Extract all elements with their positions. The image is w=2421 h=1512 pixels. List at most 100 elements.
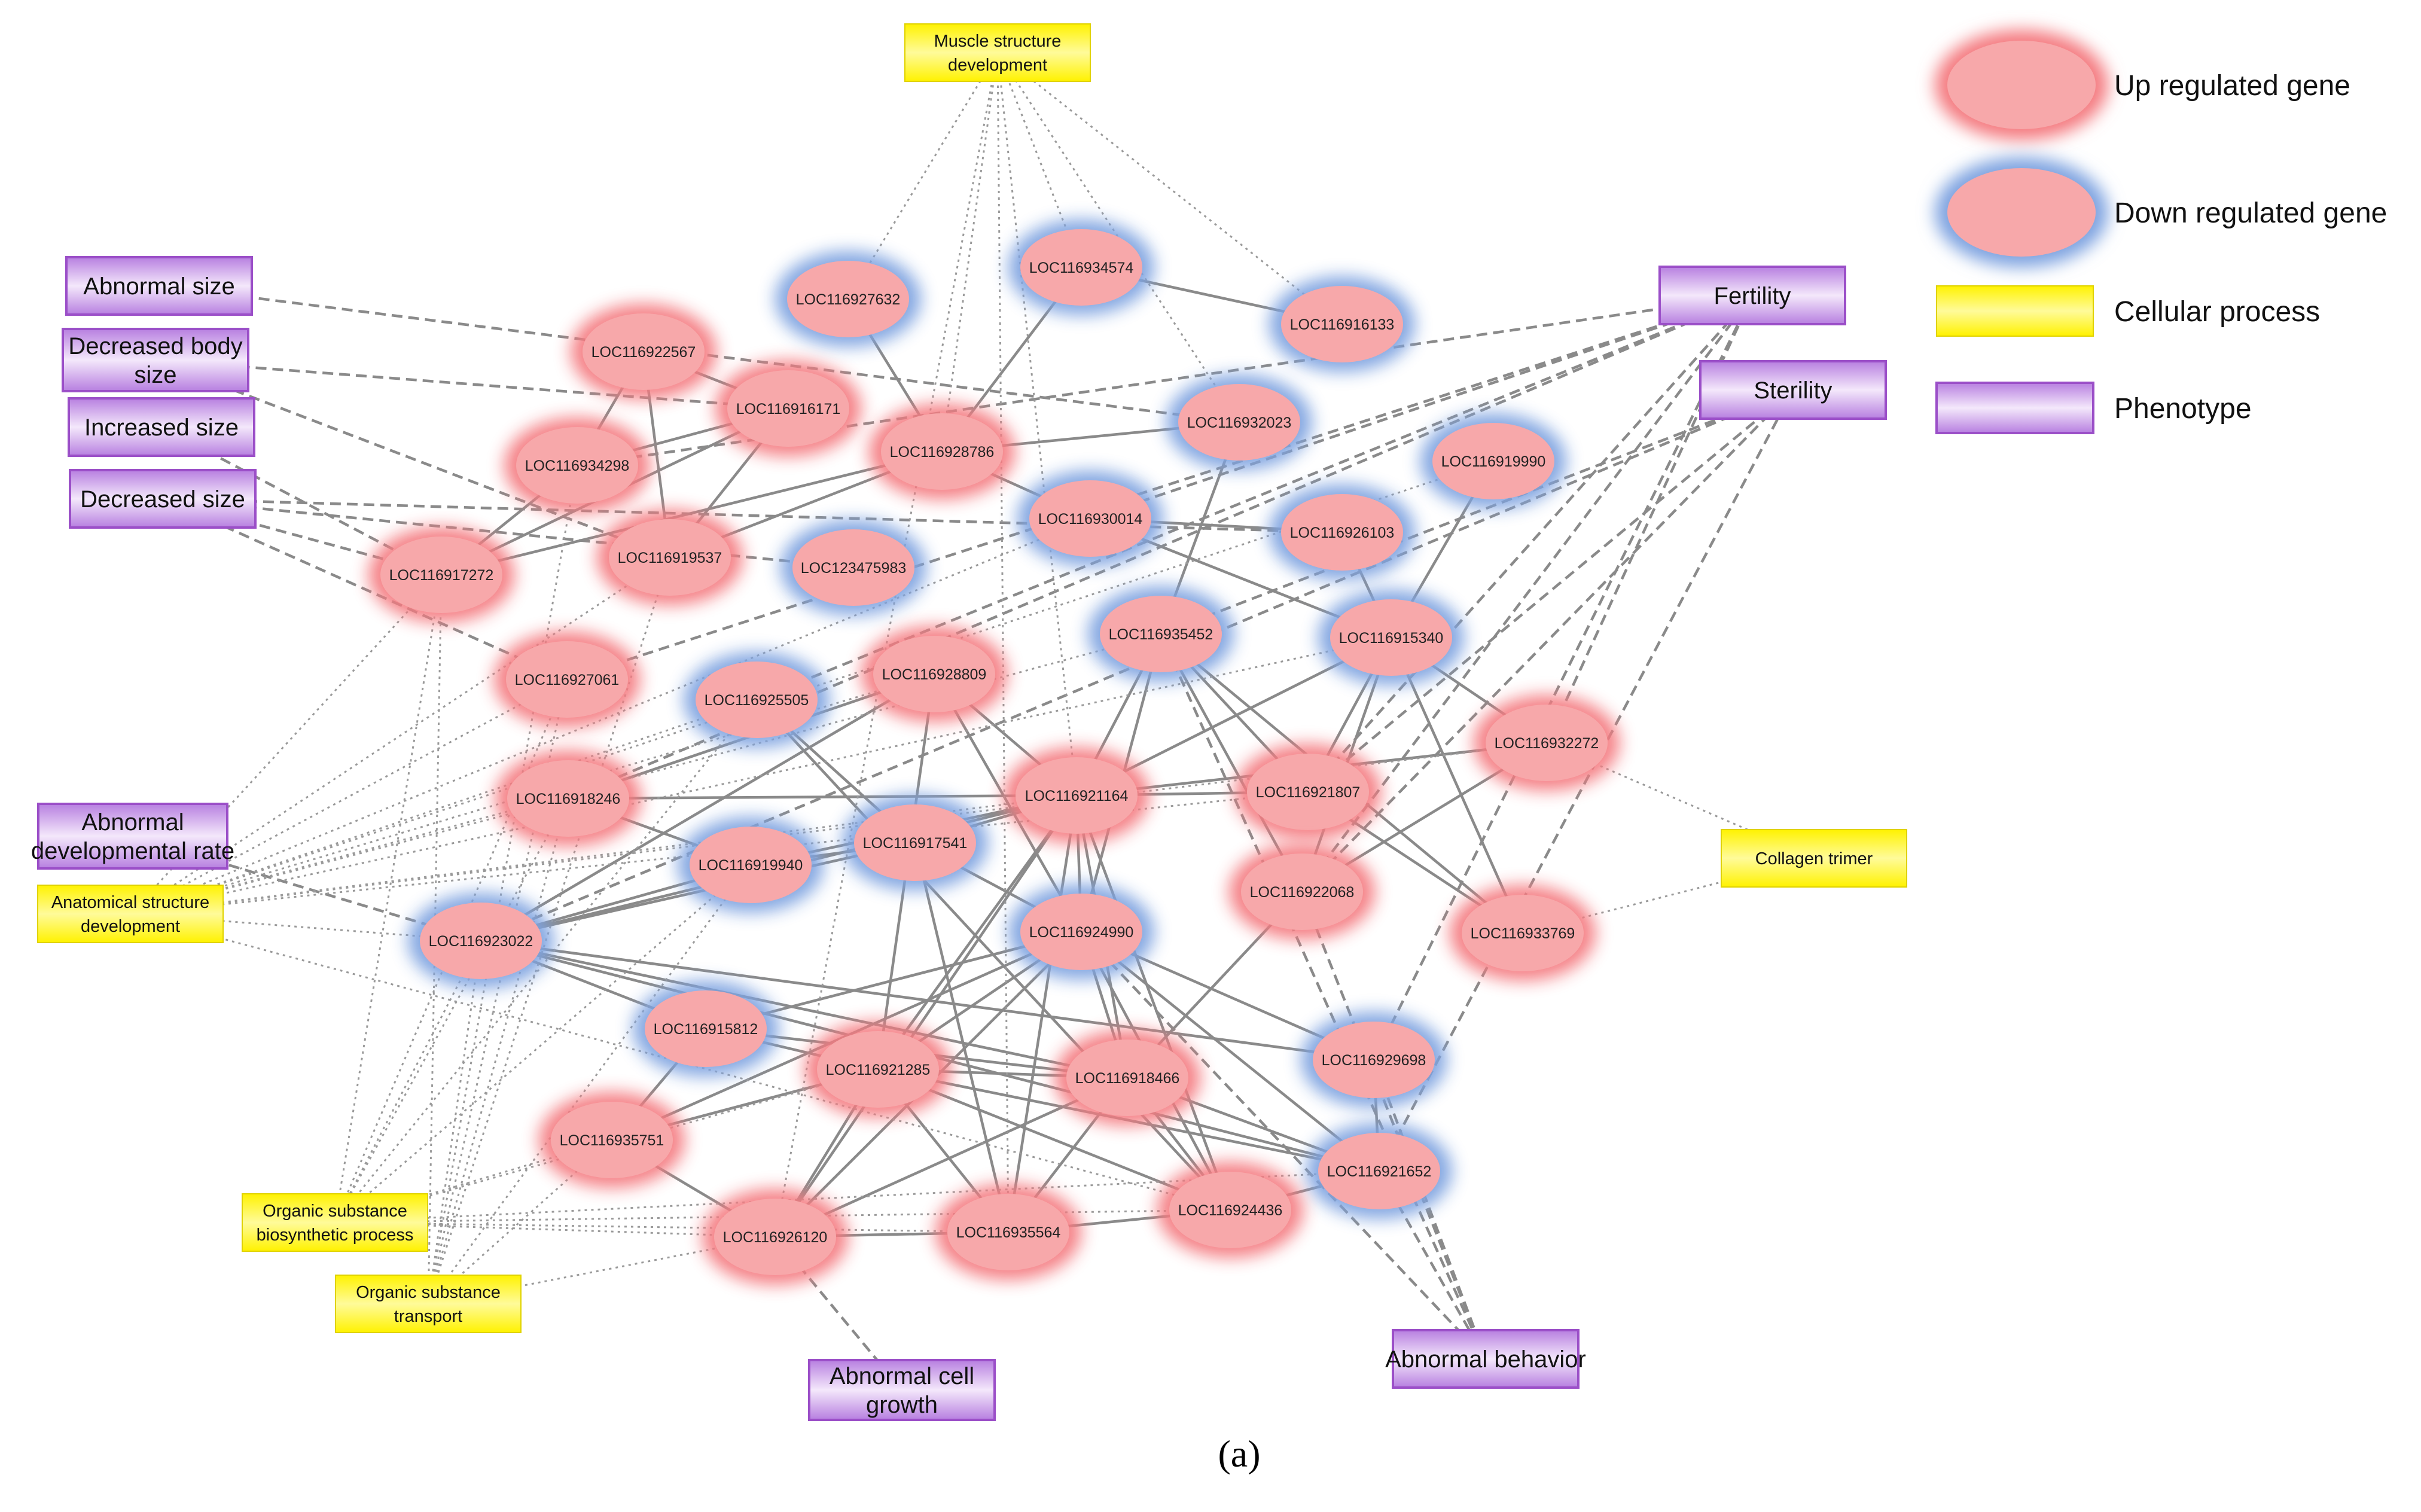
gene-interaction-edge <box>1080 931 1380 1172</box>
process-node-collagen[interactable]: Collagen trimer <box>1721 829 1907 888</box>
gene-node-body <box>854 804 976 881</box>
gene-node-loc116924990[interactable]: LOC116924990 <box>1008 884 1154 980</box>
gene-label: LOC116921164 <box>1025 788 1129 804</box>
phenotype-label: Fertility <box>1714 283 1791 309</box>
gene-interaction-edge <box>480 939 1128 1080</box>
gene-node-loc116933769[interactable]: LOC116933769 <box>1450 885 1596 981</box>
phenotype-association-edge <box>1160 388 1794 636</box>
gene-node-body <box>817 1031 939 1108</box>
gene-node-loc116917541[interactable]: LOC116917541 <box>842 795 988 891</box>
gene-node-loc116924436[interactable]: LOC116924436 <box>1157 1162 1303 1258</box>
process-label: development <box>948 56 1047 75</box>
gene-node-body <box>1432 423 1554 499</box>
gene-node-loc116932272[interactable]: LOC116932272 <box>1474 695 1620 791</box>
gene-node-body <box>1462 895 1584 971</box>
phenotype-box <box>1658 266 1846 325</box>
gene-node-body <box>1281 494 1403 571</box>
phenotype-association-edge <box>155 358 789 410</box>
gene-node-loc116932023[interactable]: LOC116932023 <box>1166 374 1312 470</box>
gene-label: LOC116919990 <box>1441 453 1546 470</box>
gene-label: LOC116932023 <box>1187 414 1292 431</box>
gene-node-loc116927632[interactable]: LOC116927632 <box>775 251 921 347</box>
gene-node-loc116923022[interactable]: LOC116923022 <box>408 893 554 989</box>
legend-item-down: Down regulated gene <box>1935 157 2387 267</box>
gene-label: LOC116935751 <box>560 1132 664 1149</box>
gene-node-loc123475983[interactable]: LOC123475983 <box>780 520 926 615</box>
legend-label: Cellular process <box>2114 296 2320 328</box>
gene-node-loc116915340[interactable]: LOC116915340 <box>1318 590 1464 685</box>
gene-label: LOC116934298 <box>525 458 630 474</box>
process-association-edge <box>427 574 443 1304</box>
gene-node-loc116930014[interactable]: LOC116930014 <box>1017 471 1163 566</box>
process-association-edge <box>1546 742 1815 859</box>
gene-node-loc116917272[interactable]: LOC116917272 <box>368 527 514 623</box>
process-association-edge <box>130 556 670 915</box>
gene-node-body <box>516 427 638 504</box>
gene-node-loc116926103[interactable]: LOC116926103 <box>1269 484 1415 580</box>
gene-interaction-edge <box>1007 795 1078 1233</box>
phenotype-association-edge <box>162 497 568 681</box>
gene-node-loc116921164[interactable]: LOC116921164 <box>1004 748 1149 843</box>
gene-label: LOC116922068 <box>1250 884 1355 901</box>
phenotype-node-fertility[interactable]: Fertility <box>1658 266 1846 325</box>
gene-node-loc116922567[interactable]: LOC116922567 <box>571 304 716 400</box>
gene-node-loc116926120[interactable]: LOC116926120 <box>702 1189 848 1285</box>
gene-label: LOC116916133 <box>1290 316 1395 333</box>
gene-node-loc116918466[interactable]: LOC116918466 <box>1054 1030 1200 1126</box>
gene-node-loc116934574[interactable]: LOC116934574 <box>1008 220 1154 315</box>
gene-node-loc116915812[interactable]: LOC116915812 <box>633 981 779 1077</box>
gene-node-loc116935452[interactable]: LOC116935452 <box>1088 586 1234 682</box>
gene-node-loc116919940[interactable]: LOC116919940 <box>678 817 824 913</box>
gene-node-loc116921652[interactable]: LOC116921652 <box>1306 1123 1452 1219</box>
process-label: Anatomical structure <box>51 893 209 912</box>
gene-node-loc116916171[interactable]: LOC116916171 <box>715 361 861 456</box>
phenotype-node-sterility[interactable]: Sterility <box>1699 360 1887 420</box>
process-box <box>1721 829 1907 888</box>
phenotype-association-edge <box>162 497 1343 534</box>
gene-node-loc116928786[interactable]: LOC116928786 <box>869 404 1015 499</box>
gene-node-loc116927061[interactable]: LOC116927061 <box>494 632 640 727</box>
gene-label: LOC116924436 <box>1178 1202 1283 1219</box>
process-association-edge <box>130 913 1231 1211</box>
process-label: transport <box>394 1307 462 1326</box>
gene-node-loc116918246[interactable]: LOC116918246 <box>495 751 641 846</box>
gene-node-loc116928809[interactable]: LOC116928809 <box>861 626 1007 722</box>
phenotype-node-abnbeh[interactable]: Abnormal behavior <box>1385 1329 1586 1389</box>
gene-node-body <box>690 827 812 903</box>
gene-node-loc116935564[interactable]: LOC116935564 <box>935 1184 1081 1280</box>
gene-node-body <box>1066 1040 1188 1116</box>
gene-node-loc116934298[interactable]: LOC116934298 <box>504 417 650 513</box>
gene-node-loc116925505[interactable]: LOC116925505 <box>684 652 830 748</box>
down-regulated-swatch <box>1947 168 2096 257</box>
gene-node-loc116921807[interactable]: LOC116921807 <box>1235 744 1381 840</box>
phenotype-node-abnsize[interactable]: Abnormal size <box>65 256 253 316</box>
phenotype-node-decsize[interactable]: Decreased size <box>69 469 257 529</box>
phenotype-node-incsize[interactable]: Increased size <box>68 397 255 457</box>
phenotype-box <box>1392 1329 1580 1389</box>
gene-node-loc116922068[interactable]: LOC116922068 <box>1229 844 1375 940</box>
gene-node-loc116919537[interactable]: LOC116919537 <box>597 510 743 605</box>
phenotype-swatch <box>1935 382 2094 434</box>
gene-node-loc116935751[interactable]: LOC116935751 <box>539 1092 685 1188</box>
gene-node-loc116916133[interactable]: LOC116916133 <box>1269 276 1415 372</box>
process-association-edge <box>129 574 443 915</box>
gene-node-loc116919990[interactable]: LOC116919990 <box>1420 413 1566 509</box>
gene-label: LOC116919940 <box>699 857 803 874</box>
gene-label: LOC116935564 <box>956 1224 1061 1241</box>
gene-label: LOC116918246 <box>516 791 621 807</box>
gene-node-loc116929698[interactable]: LOC116929698 <box>1301 1012 1447 1108</box>
process-label: Organic substance <box>263 1202 407 1221</box>
phenotype-association-edge <box>566 294 1753 681</box>
gene-node-loc116921285[interactable]: LOC116921285 <box>805 1022 951 1117</box>
process-association-edge <box>130 797 569 915</box>
legend-item-process: Cellular process <box>1936 285 2320 337</box>
